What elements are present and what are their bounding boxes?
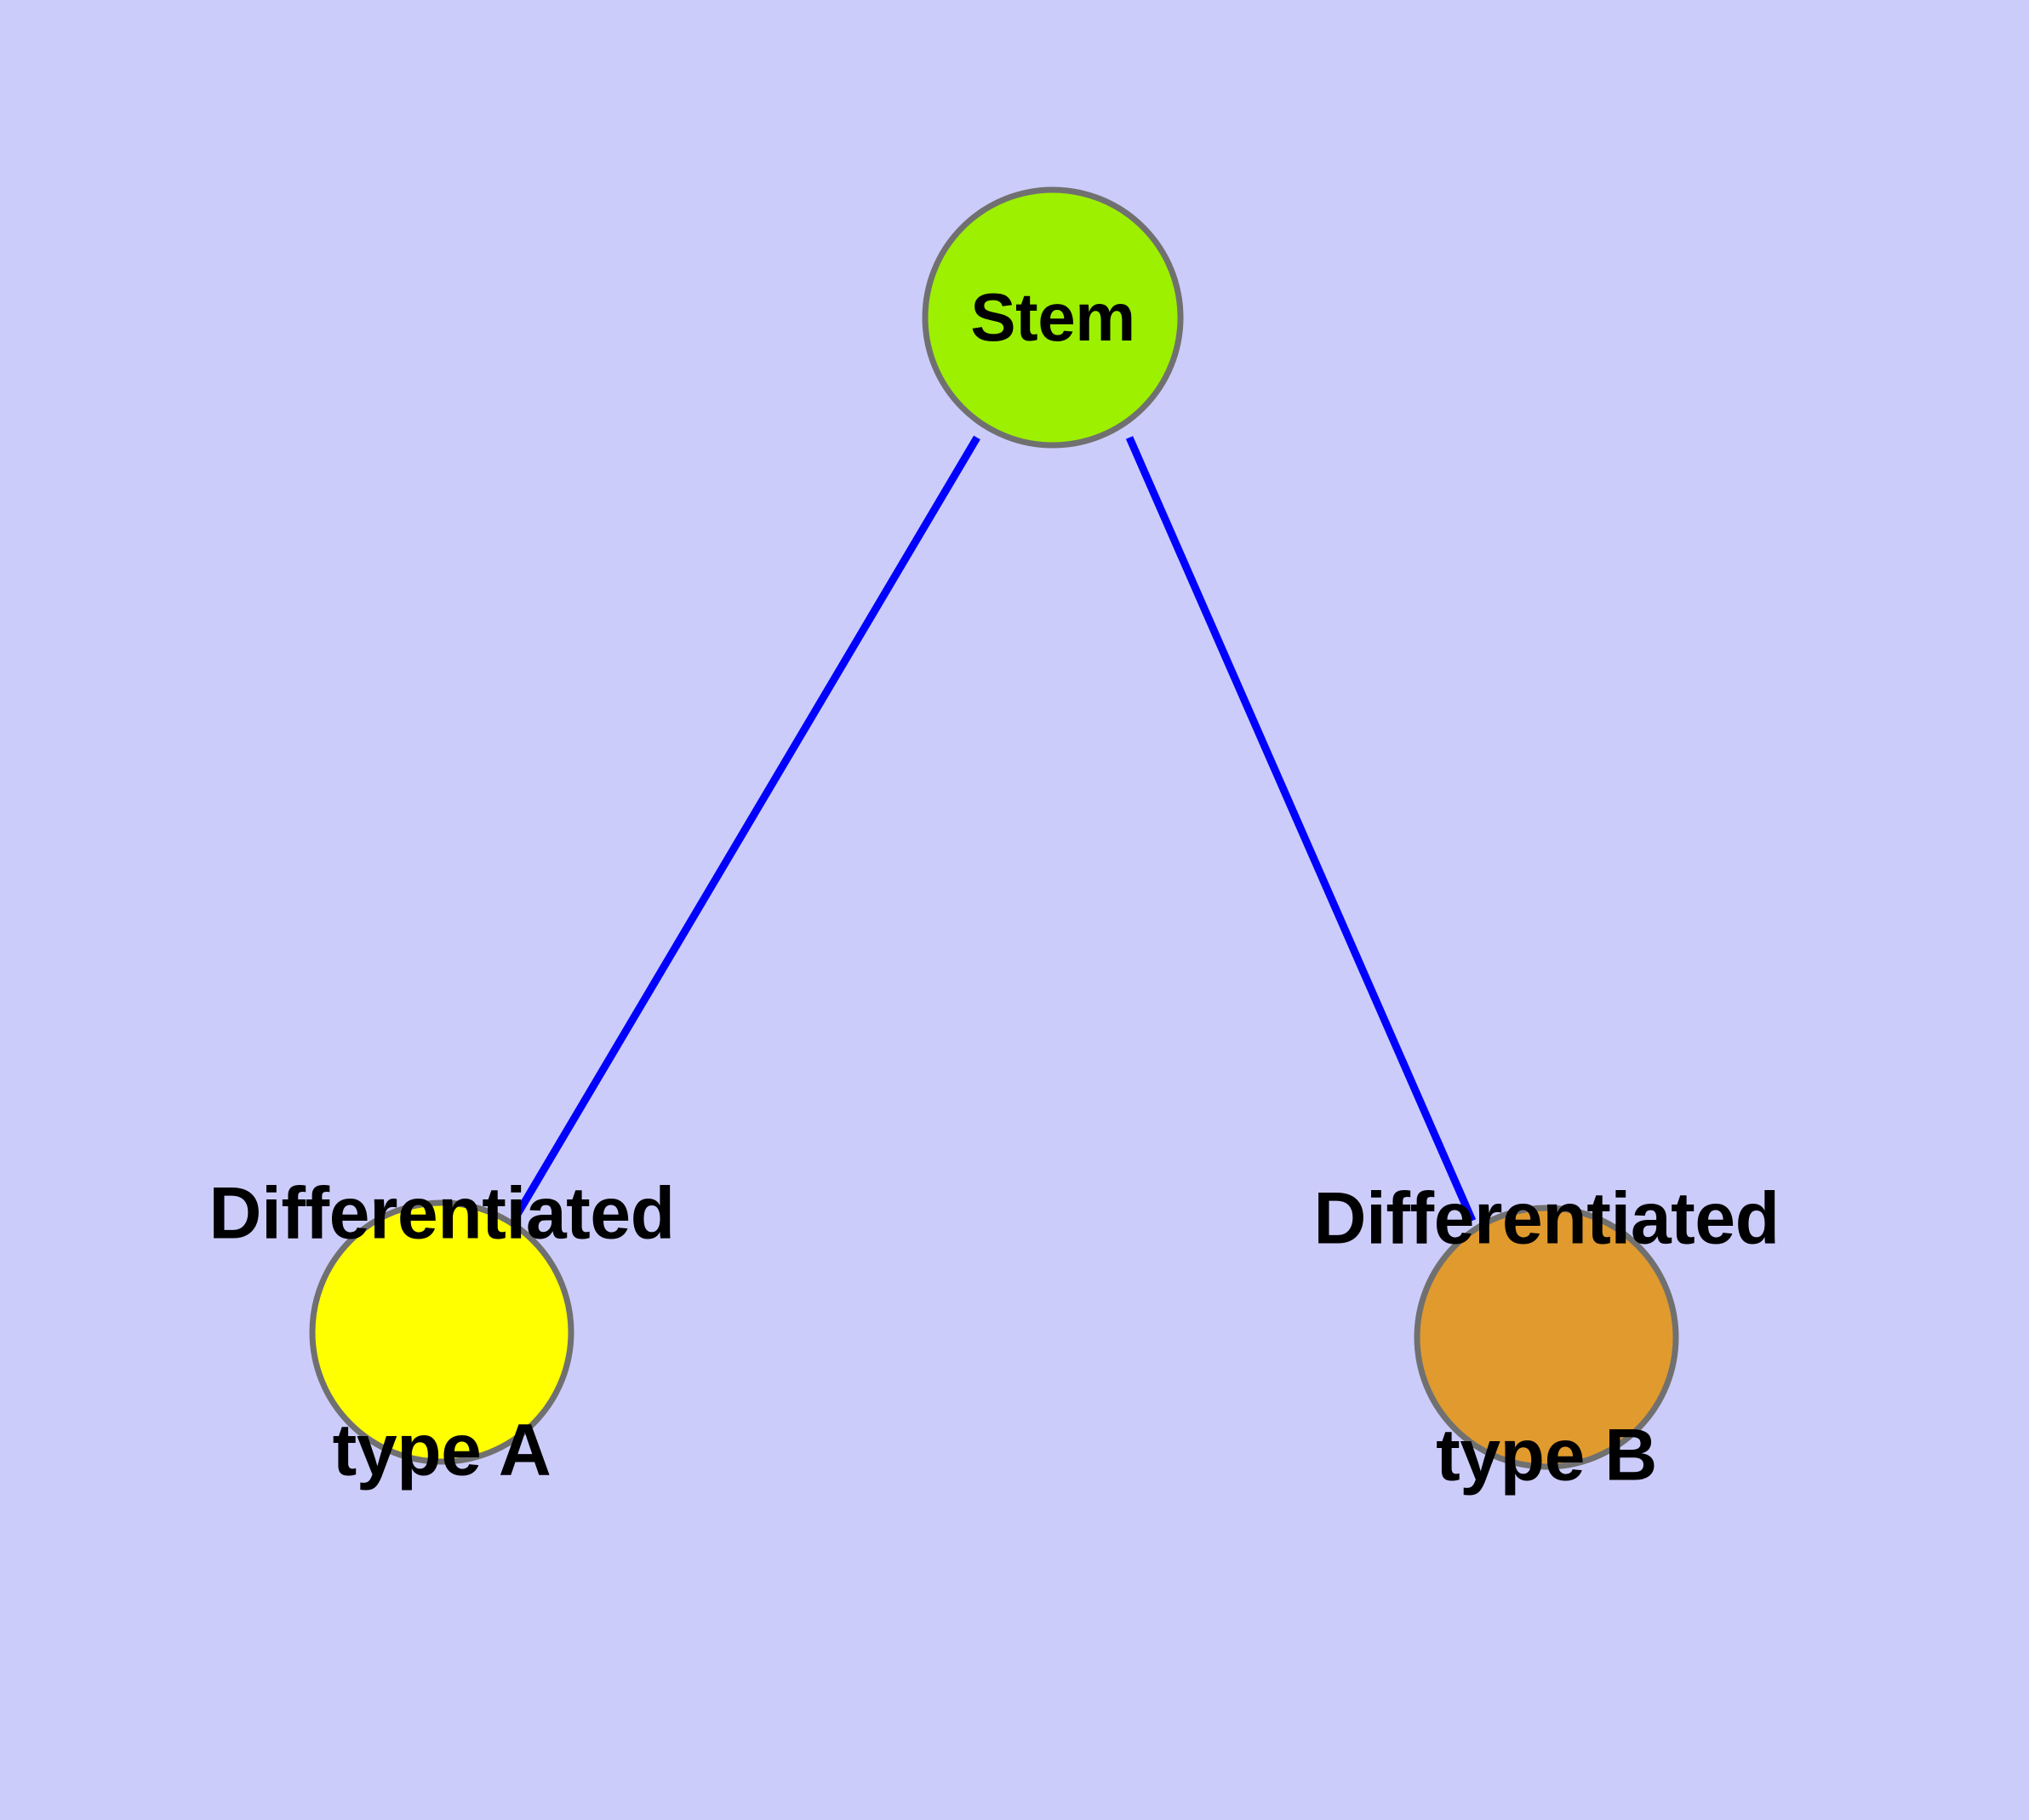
edge-stem-to-differentiated-type-b[interactable]: [1125, 436, 1477, 1222]
node-differentiated-type-a[interactable]: [309, 1199, 574, 1465]
edge-stem-to-differentiated-type-a[interactable]: [513, 435, 980, 1218]
node-layer: [309, 186, 1679, 1470]
edge-layer: [513, 435, 1477, 1222]
node-stem[interactable]: [922, 186, 1184, 449]
node-differentiated-type-b[interactable]: [1414, 1205, 1679, 1470]
